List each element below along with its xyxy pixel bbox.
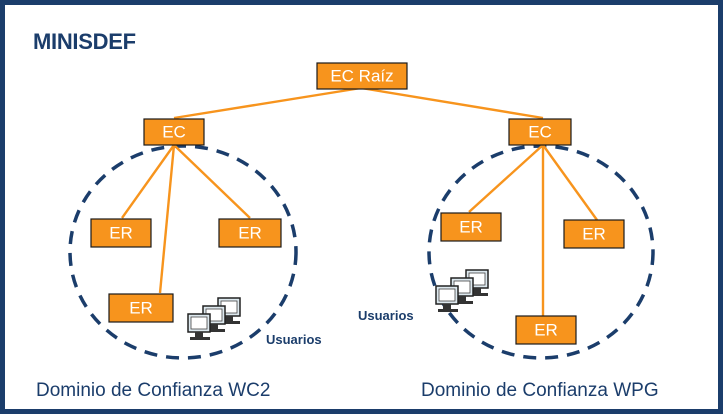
link-root-ec-right: [360, 86, 544, 120]
node-er-left-3: ER: [108, 293, 174, 323]
diagram-title: MINISDEF: [33, 29, 136, 54]
node-er-right-2: ER: [563, 219, 625, 249]
svg-text:ER: ER: [238, 224, 262, 243]
domain-label-wc2: Dominio de Confianza WC2: [36, 380, 271, 401]
node-er-right-1: ER: [440, 212, 502, 242]
users-label-right: Usuarios: [358, 308, 414, 323]
link-ec-right-er2: [542, 144, 598, 221]
node-ec-left: EC: [143, 118, 205, 146]
svg-text:EC: EC: [162, 123, 186, 142]
svg-text:ER: ER: [534, 321, 558, 340]
svg-text:ER: ER: [582, 225, 606, 244]
svg-text:EC Raíz: EC Raíz: [330, 67, 393, 86]
link-root-ec-left: [173, 86, 362, 120]
node-ec-right: EC: [508, 118, 572, 146]
users-label-left: Usuarios: [266, 332, 322, 347]
svg-text:ER: ER: [109, 224, 133, 243]
svg-text:ER: ER: [459, 218, 483, 237]
domain-circle-wc2: [68, 144, 298, 360]
link-ec-left-er2: [173, 144, 251, 219]
computers-icon: [187, 297, 241, 340]
domain-label-wpg: Dominio de Confianza WPG: [421, 380, 659, 401]
link-ec-right-er1: [468, 144, 544, 213]
computers-icon: [435, 269, 489, 312]
svg-text:ER: ER: [129, 299, 153, 318]
node-er-left-1: ER: [90, 218, 152, 248]
svg-text:EC: EC: [528, 123, 552, 142]
link-ec-left-er3: [158, 144, 176, 294]
links: [121, 86, 598, 316]
node-er-left-2: ER: [218, 218, 282, 248]
node-er-right-3: ER: [515, 315, 577, 345]
node-ec-raiz: EC Raíz: [316, 62, 408, 90]
link-ec-left-er1: [121, 144, 175, 219]
